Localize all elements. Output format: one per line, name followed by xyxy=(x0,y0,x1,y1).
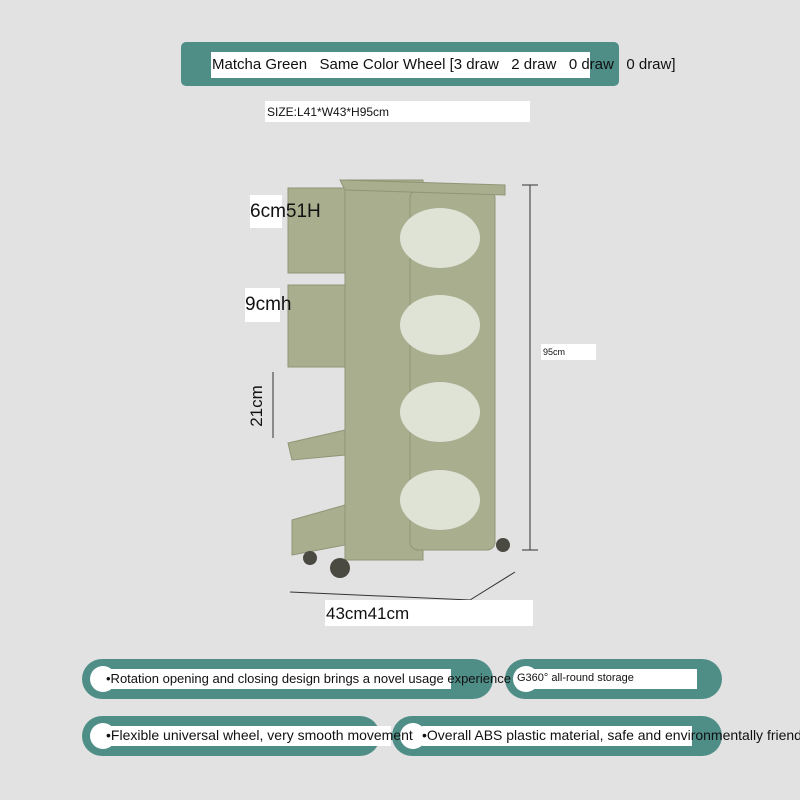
feature-label-bg xyxy=(422,726,692,746)
dimension-lines xyxy=(272,184,538,601)
feature-text: •Flexible universal wheel, very smooth m… xyxy=(106,727,413,743)
bottom-tray xyxy=(291,504,346,556)
footprint-dimension: 43cm41cm xyxy=(326,604,410,623)
mid-drawer-dimension: 9cmh xyxy=(245,294,292,315)
top-drawer-dimension: 6cm51H xyxy=(250,201,321,222)
open-tray xyxy=(287,429,346,461)
feature-pill: •Overall ABS plastic material, safe and … xyxy=(392,716,800,756)
tray-dimension: 21cm xyxy=(246,385,266,427)
feature-label-bg xyxy=(517,669,697,689)
feature-label-bg xyxy=(106,726,391,746)
middle-drawers xyxy=(287,284,351,368)
feature-text: •Rotation opening and closing design bri… xyxy=(106,671,511,686)
feature-text: •Overall ABS plastic material, safe and … xyxy=(422,727,800,743)
dim-label-bg xyxy=(541,344,596,360)
dim-label-bg xyxy=(250,195,282,228)
dim-label-bg xyxy=(245,288,280,322)
feature-pill: G360° all-round storage xyxy=(505,659,722,699)
height-dimension: 95cm xyxy=(543,347,566,357)
top-lid xyxy=(339,179,506,196)
wheels xyxy=(303,538,510,578)
feature-label-bg xyxy=(106,669,451,689)
dim-label-bg xyxy=(325,600,533,626)
feature-text: G360° all-round storage xyxy=(517,672,634,684)
size-label-bg xyxy=(265,101,530,122)
feature-pill: •Flexible universal wheel, very smooth m… xyxy=(82,716,413,756)
bullet-icon xyxy=(400,723,426,749)
shelf-openings xyxy=(400,208,480,530)
title-label-bg xyxy=(211,52,590,78)
feature-pill: •Rotation opening and closing design bri… xyxy=(82,659,511,699)
product-title: Matcha Green Same Color Wheel [3 draw 2 … xyxy=(212,56,676,73)
size-label: SIZE:L41*W43*H95cm xyxy=(267,105,390,119)
